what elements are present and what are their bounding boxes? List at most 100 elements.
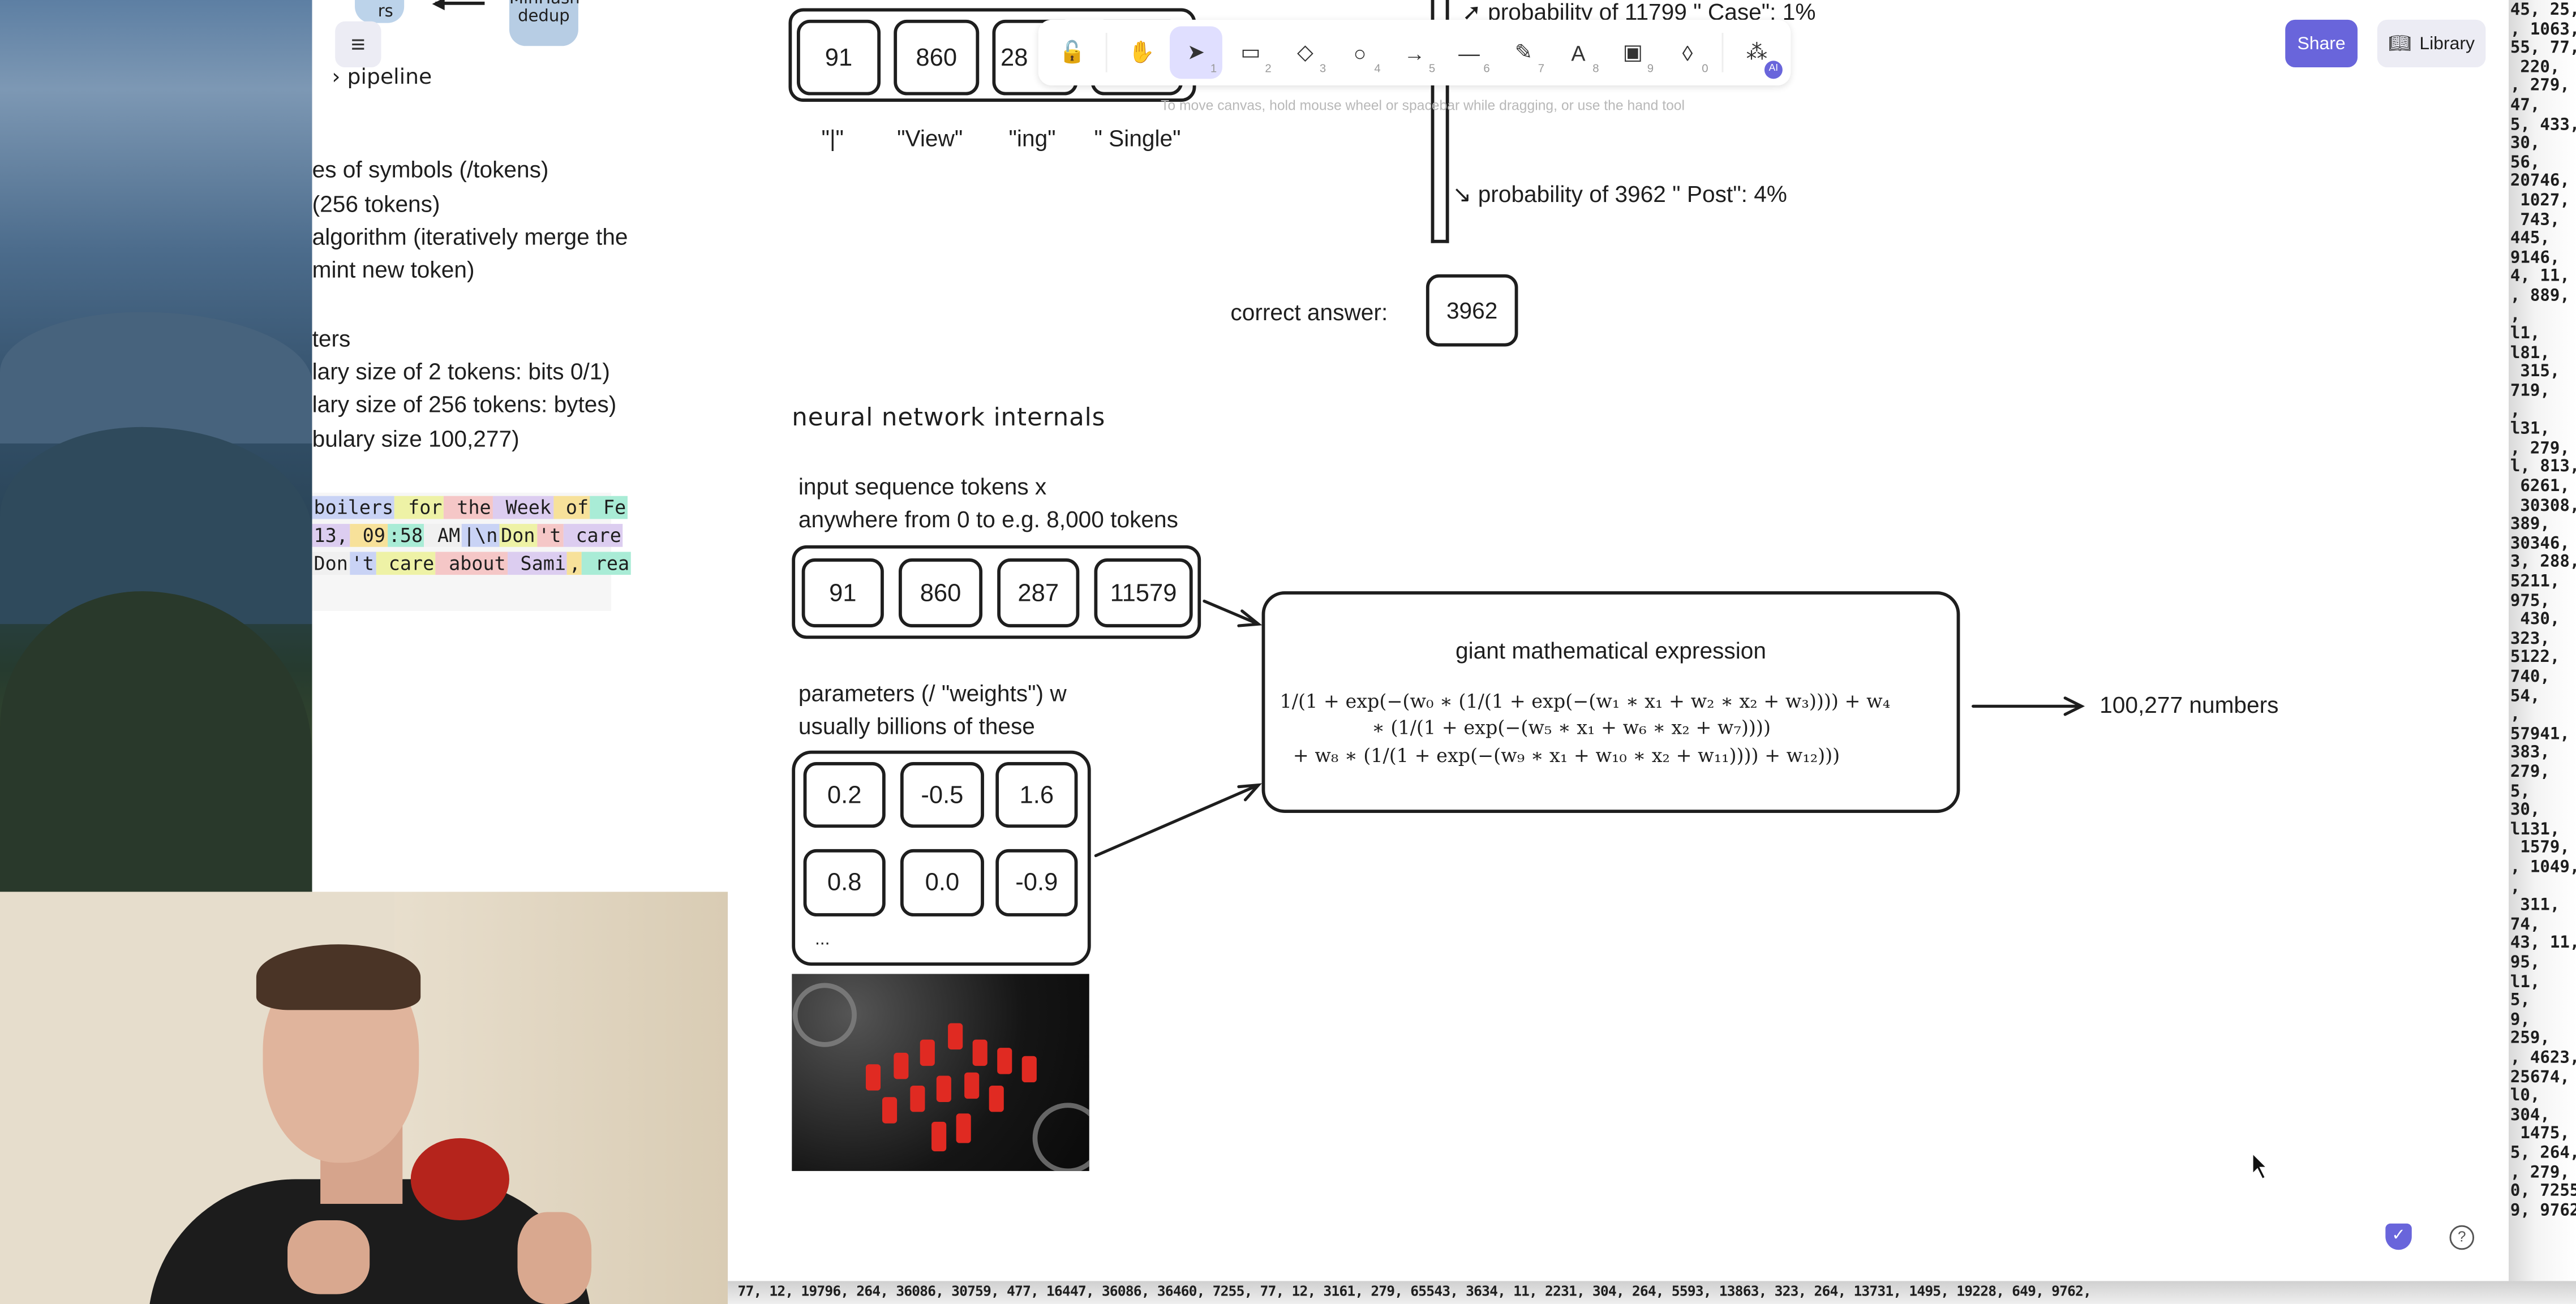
token-id-line: 6261, (2510, 477, 2570, 496)
text-line: lary size of 256 tokens: bytes) (312, 390, 617, 418)
token-chunk: :58 (387, 524, 424, 547)
param-cell[interactable]: -0.5 (900, 762, 984, 828)
image-tool-button[interactable]: ▣9 (1607, 26, 1659, 79)
token-cell[interactable]: 91 (797, 19, 881, 96)
input-token-cell[interactable]: 11579 (1094, 558, 1193, 627)
share-button[interactable]: Share (2285, 19, 2358, 68)
arrow-expression-to-output (1972, 696, 2085, 716)
pipeline-text: pipeline (347, 66, 432, 91)
token-id-line: , (2510, 402, 2521, 420)
token-id-line: 5, (2510, 782, 2530, 801)
token-chunk: |\n (462, 524, 500, 547)
selection-tool-button[interactable]: ➤1 (1170, 26, 1222, 79)
token-id-line: 25674, (2510, 1068, 2570, 1087)
image-icon: ▣ (1622, 39, 1643, 64)
probability-post: ↘ probability of 3962 " Post": 4% (1452, 180, 1787, 207)
token-chunk: boilers (312, 496, 396, 519)
input-token-cell[interactable]: 860 (898, 558, 983, 627)
shield-icon[interactable]: ✓ (2385, 1223, 2412, 1250)
output-label: 100,277 numbers (2100, 691, 2279, 718)
expression-box[interactable] (1261, 591, 1960, 814)
param-cell[interactable]: 0.0 (900, 849, 984, 916)
text-line: es of symbols (/tokens) (312, 156, 549, 183)
token-id-line: 9146, (2510, 249, 2560, 268)
token-chunk: the (444, 496, 493, 519)
token-id-line: 43, 11, (2510, 935, 2576, 953)
arrow-params-to-expression (1094, 783, 1263, 858)
diamond-tool-button[interactable]: ◇3 (1280, 26, 1331, 79)
input-description: input sequence tokens x (798, 473, 1047, 500)
dedup-label: dedup (518, 8, 570, 27)
hand-tool-button[interactable]: ✋ (1116, 26, 1167, 79)
minhash-sketch: MinHash dedup (509, 0, 580, 46)
arrow-icon: → (1403, 40, 1426, 65)
token-id-list[interactable]: 45, 25,, 1063,55, 77, 220,, 279,47,5, 43… (2509, 0, 2576, 1281)
code-line: boilers for the Week of Fe (312, 496, 628, 521)
person-hand (287, 1220, 370, 1294)
token-id-line: 1027, (2510, 192, 2570, 210)
arrow-tool-button[interactable]: →5 (1389, 26, 1440, 79)
token-chunk: about (436, 552, 508, 575)
lock-tool-button[interactable]: 🔓 (1046, 26, 1098, 79)
input-token-cell[interactable]: 287 (997, 558, 1080, 627)
param-cell[interactable]: 1.6 (995, 762, 1078, 828)
shortcut-key: 7 (1538, 64, 1545, 76)
token-id-line: 1475, (2510, 1125, 2570, 1144)
input-description: anywhere from 0 to e.g. 8,000 tokens (798, 506, 1178, 532)
arrow-input-to-expression (1203, 599, 1263, 627)
eraser-tool-button[interactable]: ◊0 (1662, 26, 1714, 79)
rectangle-tool-button[interactable]: ▭2 (1225, 26, 1277, 79)
pencil-icon: ✎ (1514, 39, 1533, 64)
token-id-line: , 279, (2510, 1164, 2570, 1182)
token-id-line: l31, (2510, 420, 2550, 439)
token-id-line: 3, 288, (2510, 554, 2576, 573)
arrow-left-icon (435, 1, 485, 5)
token-id-line: 30308, (2510, 497, 2576, 515)
param-cell[interactable]: 0.8 (803, 849, 886, 916)
left-canvas[interactable]: C4 rs ◀ MinHash dedup ≡ › pipeline es of… (312, 0, 728, 892)
shortcut-key: 0 (1702, 64, 1708, 76)
ai-badge: AI (1764, 61, 1783, 79)
token-chunk: 't (536, 524, 563, 547)
token-id-line: 9, 9762 (2510, 1202, 2576, 1220)
token-id-line: , 1063, (2510, 20, 2576, 39)
code-line: Don't care about Sami, rea (312, 552, 632, 576)
token-id-line: 55, 77, (2510, 40, 2576, 58)
lock-icon: 🔓 (1059, 39, 1086, 64)
token-id-line: 311, (2510, 897, 2560, 915)
eraser-icon: ◊ (1682, 40, 1693, 65)
text-line: (256 tokens) (312, 190, 440, 217)
pipeline-label: › pipeline (332, 66, 432, 91)
token-cell[interactable]: 860 (894, 19, 980, 96)
token-id-line: 47, (2510, 97, 2540, 115)
mixer-image[interactable] (792, 974, 1104, 1174)
ellipse-tool-button[interactable]: ○4 (1334, 26, 1386, 79)
token-chunk: care (563, 524, 623, 547)
share-label: Share (2297, 33, 2346, 54)
mouse-cursor-icon (2251, 1151, 2269, 1181)
hamburger-menu-button[interactable]: ≡ (335, 21, 381, 68)
param-cell[interactable]: -0.9 (995, 849, 1078, 916)
shortcut-key: 6 (1483, 64, 1490, 76)
token-chunk: 13, (312, 524, 350, 547)
more-tools-tool-button[interactable]: ⁂AI (1731, 26, 1783, 79)
token-chunk: rea (582, 552, 632, 575)
token-chunk: of (552, 496, 591, 519)
hand-icon: ✋ (1128, 39, 1155, 64)
shortcut-key: 8 (1592, 64, 1599, 76)
token-id-line: , 889, (2510, 287, 2570, 305)
param-cell[interactable]: 0.2 (803, 762, 886, 828)
library-button[interactable]: 📖︎Library (2377, 19, 2486, 68)
probability-post-text: probability of 3962 " Post": 4% (1478, 180, 1787, 207)
pencil-tool-button[interactable]: ✎7 (1498, 26, 1549, 79)
token-id-line: 259, (2510, 1030, 2550, 1049)
input-token-cell[interactable]: 91 (801, 558, 884, 627)
correct-answer-value[interactable]: 3962 (1426, 274, 1518, 347)
line-tool-button[interactable]: —6 (1444, 26, 1495, 79)
token-chunk: care (375, 552, 436, 575)
token-chunk: Sami (507, 552, 568, 575)
token-id-strip[interactable]: 77, 12, 19796, 264, 36086, 30759, 477, 1… (728, 1281, 2576, 1304)
help-icon[interactable]: ? (2449, 1225, 2475, 1250)
params-description: parameters (/ "weights") w (798, 679, 1067, 707)
